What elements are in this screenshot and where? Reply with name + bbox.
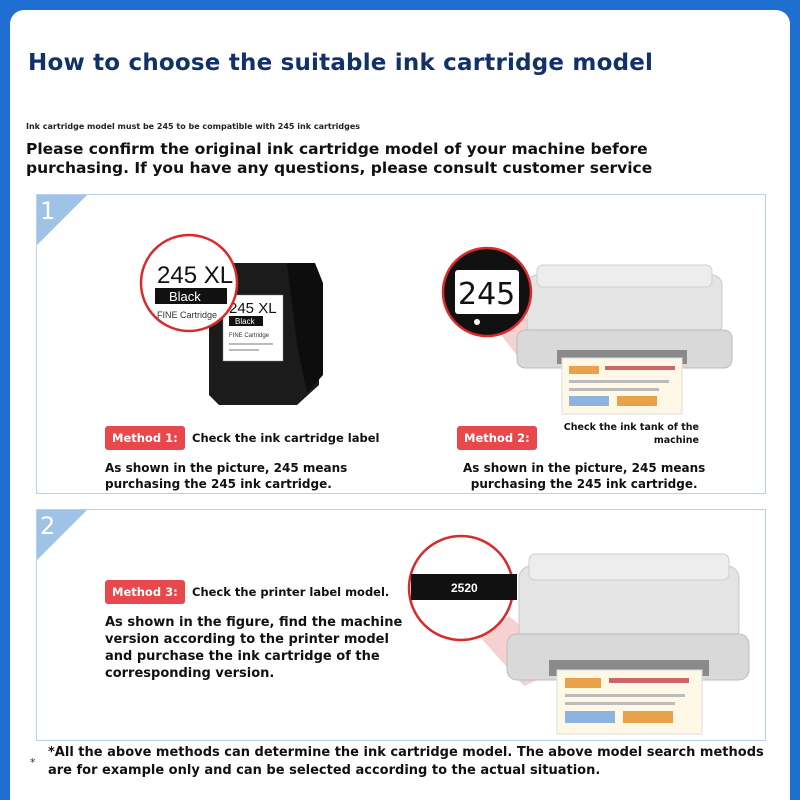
step-2-panel: 2 2520 Method 3: Check the printer label…	[36, 509, 766, 741]
cartridge-zoom-label: 245 XL	[157, 262, 233, 289]
cartridge-zoom-color: Black	[169, 289, 201, 304]
cartridge-small-color: Black	[235, 317, 256, 326]
method-3-desc-line-2: version according to the printer model	[105, 632, 389, 647]
step-2-number: 2	[40, 512, 56, 540]
method-1-title: Check the ink cartridge label	[192, 431, 380, 445]
method-3-desc-line-3: and purchase the ink cartridge of the	[105, 649, 380, 664]
footer-note: *All the above methods can determine the…	[48, 745, 764, 778]
method-2-desc-line-1: As shown in the picture, 245 means	[463, 461, 706, 475]
method-1-desc-line-1: As shown in the picture, 245 means	[105, 461, 348, 475]
method-3-desc-line-4: corresponding version.	[105, 666, 275, 681]
method-2-title-line-1: Check the ink tank of the	[563, 422, 699, 433]
method-1-description: As shown in the picture, 245 means purch…	[105, 460, 347, 492]
cartridge-small-type: FINE Cartridge	[229, 333, 270, 339]
guide-card: How to choose the suitable ink cartridge…	[10, 10, 790, 800]
method-2-title: Check the ink tank of the machine	[537, 421, 699, 447]
step-1-panel: 1 245 XL Black FINE Cartridge 245 XL Bla…	[36, 194, 766, 494]
method-1-desc-line-2: purchasing the 245 ink cartridge.	[105, 477, 332, 491]
method-2-description: As shown in the picture, 245 means purch…	[463, 460, 705, 492]
method-2-badge: Method 2:	[457, 426, 537, 450]
method-3-title: Check the printer label model.	[192, 585, 390, 599]
printer-zoom-label: 2520	[451, 581, 478, 595]
step-2-corner-badge: 2	[37, 510, 87, 560]
compatibility-note: Ink cartridge model must be 245 to be co…	[26, 122, 361, 131]
ink-cartridge-illustration: 245 XL Black FINE Cartridge 245 XL Black…	[139, 233, 323, 405]
cartridge-small-label: 245 XL	[229, 300, 277, 317]
method-3-desc-line-1: As shown in the figure, find the machine	[105, 615, 403, 630]
page-title: How to choose the suitable ink cartridge…	[28, 50, 654, 76]
instruction-text: Please confirm the original ink cartridg…	[26, 140, 653, 177]
method-3-description: As shown in the figure, find the machine…	[105, 614, 402, 682]
step-1-number: 1	[40, 197, 56, 225]
printer-tank-illustration: 245	[441, 246, 733, 415]
method-1-badge: Method 1:	[105, 426, 185, 450]
step-1-corner-badge: 1	[37, 195, 87, 245]
footer-asterisk: *	[30, 756, 36, 769]
tank-zoom-label: 245	[458, 277, 515, 312]
method-3-badge: Method 3:	[105, 580, 185, 604]
cartridge-zoom-type: FINE Cartridge	[157, 310, 217, 320]
method-2-title-line-2: machine	[653, 435, 699, 446]
method-2-desc-line-2: purchasing the 245 ink cartridge.	[470, 477, 698, 491]
printer-model-illustration: 2520	[407, 534, 750, 735]
